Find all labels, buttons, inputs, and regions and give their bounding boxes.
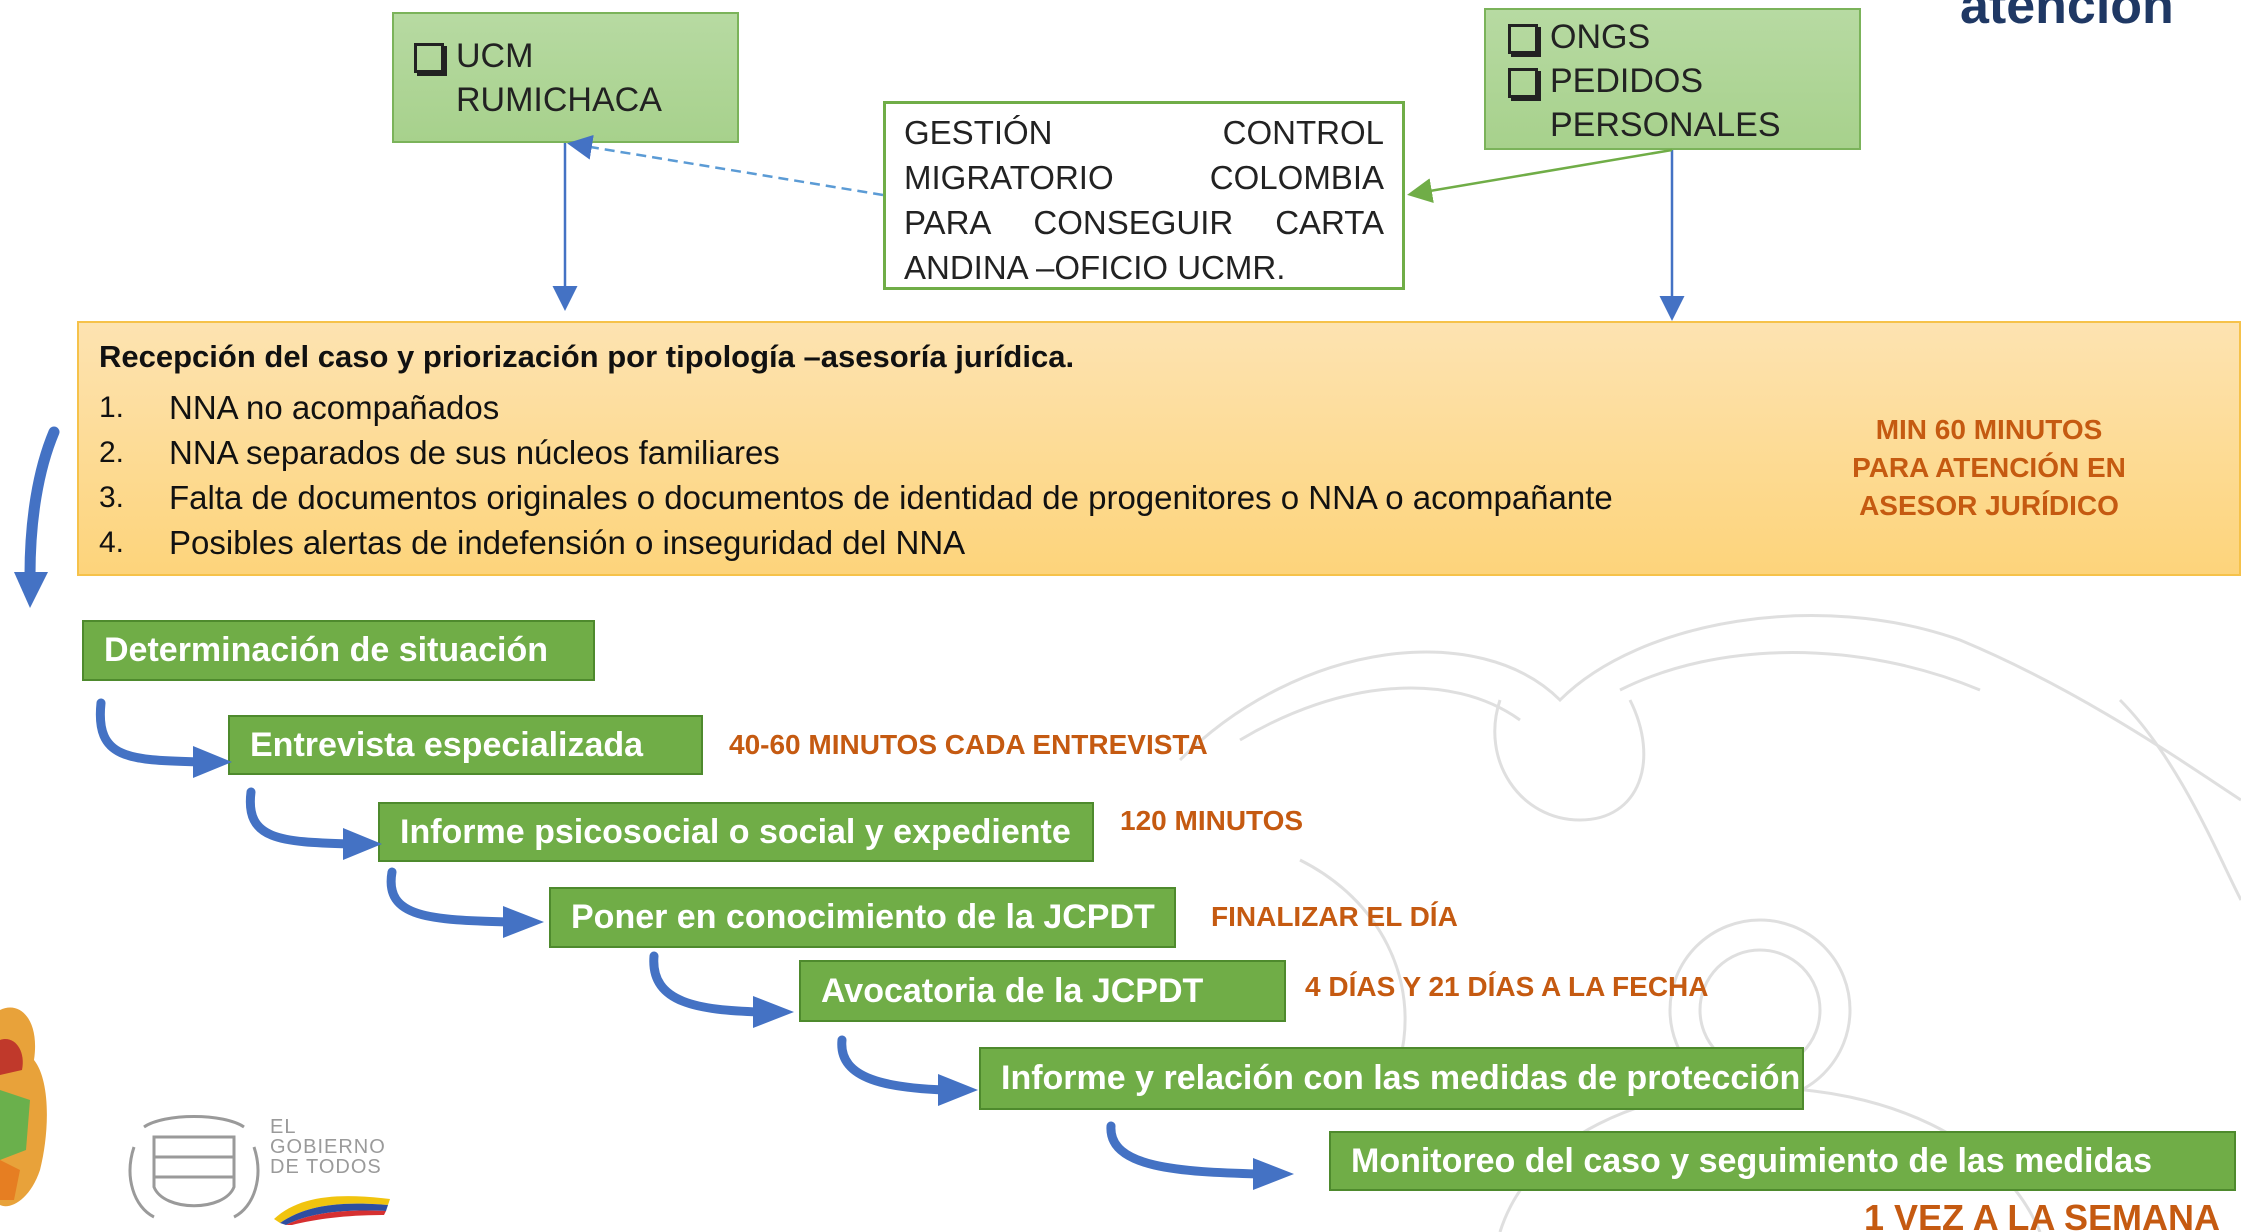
checkbox-icon xyxy=(1508,68,1538,98)
priority-item: 4. Posibles alertas de indefensión o inse… xyxy=(99,520,1613,565)
time-note-line: MIN 60 MINUTOS xyxy=(1875,414,2103,445)
ucm-line: RUMICHACA xyxy=(456,81,662,119)
ongs-source-box: ONGS PEDIDOS PERSONALES xyxy=(1484,8,1861,150)
legal-advice-time-note: MIN 60 MINUTOS PARA ATENCIÓN EN ASESOR J… xyxy=(1799,411,2179,525)
priority-item: 3. Falta de documentos originales o docum… xyxy=(99,475,1613,520)
ongs-line: PERSONALES xyxy=(1550,106,1781,144)
item-text: NNA separados de sus núcleos familiares xyxy=(169,434,780,471)
time-note-line: ASESOR JURÍDICO xyxy=(1859,490,2119,521)
item-text: Falta de documentos originales o documen… xyxy=(169,479,1613,516)
ongs-to-note-arrow xyxy=(1407,148,1673,203)
case-reception-panel: Recepción del caso y priorización por ti… xyxy=(77,321,2241,576)
priority-item: 1. NNA no acompañados xyxy=(99,385,1613,430)
step-duration: 40-60 MINUTOS CADA ENTREVISTA xyxy=(729,729,1208,760)
step-duration: FINALIZAR EL DÍA xyxy=(1211,901,1458,932)
step-duration: 4 DÍAS Y 21 DÍAS A LA FECHA xyxy=(1305,971,1709,1002)
item-number: 3. xyxy=(99,481,125,514)
note-word: CONSEGUIR xyxy=(1033,204,1234,241)
note-word: GESTIÓN xyxy=(904,114,1053,151)
bent-arrow xyxy=(386,867,515,927)
item-number: 2. xyxy=(99,436,125,469)
step-protection-measures: Informe y relación con las medidas de pr… xyxy=(979,1047,1804,1110)
dashed-arrow-to-ucm xyxy=(567,134,884,197)
logo-text-line: DE TODOS xyxy=(270,1156,382,1178)
checkbox-icon xyxy=(1508,24,1538,54)
logo-text-line: GOBIERNO xyxy=(270,1136,386,1158)
priority-item: 2. NNA separados de sus núcleos familiare… xyxy=(99,430,1613,475)
reception-title: Recepción del caso y priorización por ti… xyxy=(99,339,1075,374)
left-curved-arrow xyxy=(14,426,60,608)
checkbox-icon xyxy=(414,43,444,73)
item-number: 1. xyxy=(99,391,125,424)
ucm-source-box: UCM RUMICHACA xyxy=(392,12,739,143)
migration-control-note: GESTIÓN CONTROL MIGRATORIO COLOMBIA PARA… xyxy=(883,101,1405,290)
note-word: PARA xyxy=(904,204,992,241)
item-text: Posibles alertas de indefensión o insegu… xyxy=(169,524,966,561)
step-psychosocial-report: Informe psicosocial o social y expedient… xyxy=(378,802,1094,862)
coat-of-arms-icon xyxy=(128,1115,260,1219)
government-logo: EL GOBIERNO DE TODOS xyxy=(124,1107,404,1225)
ongs-line: ONGS xyxy=(1550,18,1651,56)
monitoring-frequency: 1 VEZ A LA SEMANA xyxy=(1864,1197,2221,1232)
step-avocatoria: Avocatoria de la JCPDT xyxy=(799,960,1286,1022)
note-word: COLOMBIA xyxy=(1209,159,1384,196)
time-note-line: PARA ATENCIÓN EN xyxy=(1852,452,2126,483)
ucm-line: UCM xyxy=(456,37,534,75)
step-duration: 120 MINUTOS xyxy=(1120,805,1304,836)
bent-arrow xyxy=(95,698,205,767)
note-word: CARTA xyxy=(1275,204,1384,241)
note-word: ANDINA –OFICIO UCMR. xyxy=(904,249,1286,286)
flag-ribbon-icon xyxy=(274,1196,390,1225)
step-monitoring: Monitoreo del caso y seguimiento de las … xyxy=(1329,1131,2236,1191)
logo-text: EL GOBIERNO DE TODOS xyxy=(270,1117,386,1177)
step-interview: Entrevista especializada xyxy=(228,715,703,775)
slide-heading: atención xyxy=(1960,0,2174,35)
priority-list: 1. NNA no acompañados 2. NNA separados de … xyxy=(99,385,1613,565)
item-text: NNA no acompañados xyxy=(169,389,500,426)
step-determination: Determinación de situación xyxy=(82,620,595,681)
ongs-line: PEDIDOS xyxy=(1550,62,1704,100)
item-number: 4. xyxy=(99,526,125,559)
bent-arrow xyxy=(649,951,765,1017)
bent-arrow xyxy=(245,787,355,849)
note-word: CONTROL xyxy=(1222,114,1384,151)
step-notify-jcpdt: Poner en conocimiento de la JCPDT xyxy=(549,887,1176,948)
bent-arrow xyxy=(1106,1121,1265,1179)
note-word: MIGRATORIO xyxy=(904,159,1114,196)
bent-arrow xyxy=(837,1035,950,1095)
logo-text-line: EL xyxy=(270,1116,297,1138)
